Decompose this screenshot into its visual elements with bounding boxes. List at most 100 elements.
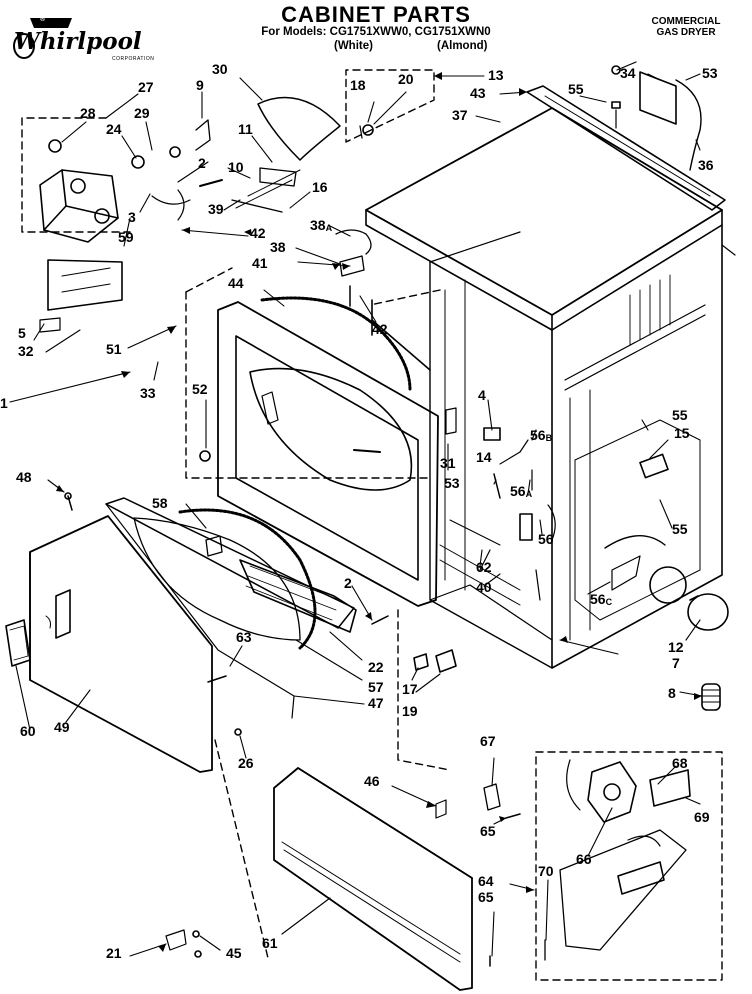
part-label-17: 17 — [402, 681, 418, 697]
part-label-36: 36 — [698, 157, 714, 173]
part-label-38a-number: 38 — [310, 217, 326, 233]
part-label-55c: 55 — [672, 521, 688, 537]
part-label-41: 41 — [252, 255, 268, 271]
part-label-14: 14 — [476, 449, 492, 465]
part-label-66: 66 — [576, 851, 592, 867]
part-label-43: 43 — [470, 85, 486, 101]
part-label-56b-number: 56 — [530, 427, 546, 443]
commercial-line-1: COMMERCIAL — [651, 16, 721, 27]
part-label-46: 46 — [364, 773, 380, 789]
part-label-39: 39 — [208, 201, 224, 217]
burner-assembly — [483, 759, 691, 967]
part-label-21: 21 — [106, 945, 122, 961]
part-label-16: 16 — [312, 179, 328, 195]
part-label-10: 10 — [228, 159, 244, 175]
part-label-4: 4 — [478, 387, 486, 403]
part-label-45: 45 — [226, 945, 242, 961]
inner-door-panel — [199, 296, 439, 607]
part-label-56c: 56C — [590, 592, 612, 608]
part-label-56a: 56A — [510, 484, 532, 500]
part-label-7: 7 — [672, 655, 680, 671]
part-label-56a-number: 56 — [510, 483, 526, 499]
cabinet-small-parts — [335, 229, 669, 673]
part-label-38a-suffix: A — [325, 223, 333, 233]
part-label-69: 69 — [694, 809, 710, 825]
page-title: CABINET PARTS — [281, 2, 471, 27]
part-label-56c-number: 56 — [590, 591, 606, 607]
part-label-58: 58 — [152, 495, 168, 511]
part-label-19: 19 — [402, 703, 418, 719]
part-label-64: 64 — [478, 873, 494, 889]
part-label-53: 53 — [702, 65, 718, 81]
part-label-18: 18 — [350, 77, 366, 93]
part-label-56b-suffix: B — [545, 433, 553, 443]
part-label-9: 9 — [196, 77, 204, 93]
part-label-47: 47 — [368, 695, 384, 711]
cabinet-foot-12 — [687, 593, 729, 631]
rear-top-panel — [526, 61, 736, 256]
part-label-62: 62 — [476, 559, 492, 575]
part-label-65: 65 — [480, 823, 496, 839]
part-label-56c-suffix: C — [605, 597, 613, 607]
whirlpool-logo: ® Whirlpool CORPORATION — [10, 16, 160, 64]
part-label-2: 2 — [198, 155, 206, 171]
part-label-61: 61 — [262, 935, 278, 951]
part-label-67: 67 — [480, 733, 496, 749]
part-label-59: 59 — [118, 229, 134, 245]
part-label-11: 11 — [238, 121, 253, 137]
part-label-55: 55 — [568, 81, 584, 97]
model-numbers: For Models: CG1751XWW0, CG1751XWN0 — [261, 26, 491, 38]
variant-white: (White) — [334, 40, 373, 52]
part-label-55b: 55 — [672, 407, 688, 423]
part-label-48: 48 — [16, 469, 32, 485]
part-label-68: 68 — [672, 755, 688, 771]
logo-wordmark: Whirlpool — [14, 28, 142, 55]
outer-door-panel — [105, 497, 357, 719]
part-label-26: 26 — [238, 755, 254, 771]
group-box-13 — [345, 69, 435, 143]
part-label-63: 63 — [236, 629, 252, 645]
part-label-42b: 42 — [372, 321, 388, 337]
part-label-24: 24 — [106, 121, 122, 137]
part-label-2b: 2 — [344, 575, 352, 591]
part-label-37: 37 — [452, 107, 468, 123]
part-label-56a-suffix: A — [525, 489, 533, 499]
part-label-42: 42 — [250, 225, 266, 241]
part-label-8: 8 — [668, 685, 676, 701]
front-door-panel — [5, 492, 213, 773]
part-label-31: 31 — [440, 455, 456, 471]
part-label-49: 49 — [54, 719, 70, 735]
part-label-44: 44 — [228, 275, 244, 291]
variant-almond: (Almond) — [437, 40, 488, 52]
part-label-60: 60 — [20, 723, 36, 739]
group-boxes — [21, 69, 723, 981]
part-label-65b: 65 — [478, 889, 494, 905]
part-label-5: 5 — [18, 325, 26, 341]
logo-corporation: CORPORATION — [112, 56, 155, 62]
burner-box — [535, 751, 723, 981]
part-label-56: 56 — [538, 531, 554, 547]
part-label-38a: 38A — [310, 218, 332, 234]
foot-8 — [701, 683, 721, 711]
part-label-51: 51 — [106, 341, 122, 357]
part-label-34: 34 — [620, 65, 636, 81]
commercial-gas-dryer-note: COMMERCIAL GAS DRYER — [636, 16, 736, 38]
upper-harness-parts — [177, 96, 374, 221]
commercial-line-2: GAS DRYER — [656, 27, 716, 38]
part-label-28: 28 — [80, 105, 96, 121]
fasteners-21-45 — [165, 615, 389, 958]
cabinet-body — [371, 224, 723, 669]
part-label-52: 52 — [192, 381, 208, 397]
part-label-32: 32 — [18, 343, 34, 359]
cabinet-top — [365, 107, 723, 331]
part-label-38: 38 — [270, 239, 286, 255]
part-label-3: 3 — [128, 209, 136, 225]
toe-panel-box — [397, 609, 451, 771]
part-label-1: 1 — [0, 395, 8, 411]
part-label-12: 12 — [668, 639, 684, 655]
inner-door-box — [185, 291, 433, 479]
arrowheads — [56, 72, 702, 952]
part-label-13: 13 — [488, 67, 504, 83]
logo-badge: ® — [40, 16, 46, 23]
part-label-30: 30 — [212, 61, 228, 77]
